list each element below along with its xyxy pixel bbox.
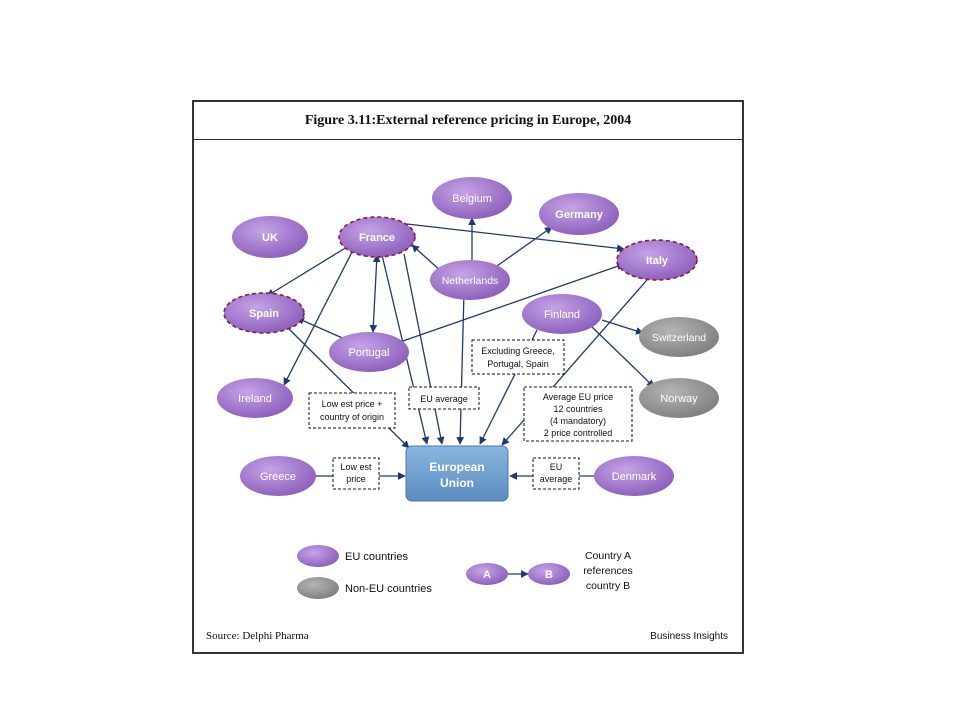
node-ireland: Ireland [217, 378, 293, 418]
legend-non-eu-label: Non-EU countries [345, 583, 432, 595]
arrow-portugal-france [369, 254, 381, 333]
reference-pricing-diagram: Belgium Germany UK France Italy Netherla… [217, 177, 719, 599]
node-european-union: European Union [405, 445, 509, 502]
node-finland: Finland [522, 294, 602, 334]
legend-ref-line: Country A [585, 550, 631, 562]
node-label: Ireland [238, 393, 272, 405]
eu-label-line2: Union [440, 476, 474, 490]
legend-ref-line: country B [586, 580, 630, 592]
node-italy: Italy [616, 239, 698, 281]
note-line: Low est [340, 462, 372, 472]
legend-b-swatch [528, 563, 570, 585]
node-label: Belgium [452, 193, 492, 205]
legend-a-label: A [483, 569, 491, 581]
arrow-france-eu-1 [403, 253, 445, 445]
node-germany: Germany [539, 193, 619, 235]
figure-title: Figure 3.11:External reference pricing i… [194, 102, 742, 140]
note-line: average [540, 474, 573, 484]
eu-label-line1: European [429, 460, 484, 474]
node-label: Italy [646, 255, 669, 267]
legend-b-label: B [545, 569, 553, 581]
note-line: 12 countries [553, 404, 603, 414]
node-label: Switzerland [652, 332, 706, 344]
note-line: Low est price + [322, 399, 383, 409]
note-line: 2 price controlled [544, 428, 613, 438]
arrow-netherlands-germany [496, 226, 553, 267]
node-switzerland: Switzerland [639, 317, 719, 357]
node-denmark: Denmark [594, 456, 674, 496]
note-line: EU average [420, 394, 468, 404]
arrow-finland-norway [591, 326, 655, 388]
note-line: EU [550, 462, 563, 472]
node-uk: UK [232, 216, 308, 258]
arrow-france-ireland [283, 251, 353, 386]
arrow-portugal-italy [399, 262, 625, 343]
node-label: Finland [544, 309, 580, 321]
legend-eu-label: EU countries [345, 551, 408, 563]
note-line: Portugal, Spain [487, 359, 549, 369]
note-line: Excluding Greece, [481, 346, 555, 356]
arrow-finland-switzerland [601, 319, 644, 335]
node-label: France [359, 232, 395, 244]
node-label: Spain [249, 308, 279, 320]
node-norway: Norway [639, 378, 719, 418]
node-label: Denmark [612, 471, 657, 483]
node-label: Greece [260, 471, 296, 483]
note-lowest-price: Low est price [332, 457, 380, 490]
note-line: (4 mandatory) [550, 416, 606, 426]
legend-ref-line: references [583, 565, 633, 577]
figure-frame: Figure 3.11:External reference pricing i… [192, 100, 744, 654]
note-line: country of origin [320, 412, 384, 422]
node-label: Germany [555, 209, 604, 221]
arrow-france-spain [266, 246, 348, 297]
source-note: Source: Delphi Pharma [206, 630, 309, 642]
note-line: Average EU price [543, 392, 613, 402]
node-france: France [338, 216, 416, 258]
note-eu-average-denmark: EU average [532, 457, 580, 490]
legend-eu-swatch [297, 545, 339, 567]
note-line: price [346, 474, 366, 484]
arrow-france-italy [406, 223, 625, 253]
node-belgium: Belgium [432, 177, 512, 219]
note-average-eu-price: Average EU price 12 countries (4 mandato… [523, 386, 633, 442]
legend: EU countries Non-EU countries A B Countr… [297, 545, 633, 599]
publisher-credit: Business Insights [650, 631, 728, 642]
arrow-netherlands-france [411, 244, 443, 273]
note-excluding: Excluding Greece, Portugal, Spain [471, 339, 565, 375]
arrow-netherlands-eu [456, 291, 465, 445]
node-portugal: Portugal [329, 332, 409, 372]
node-netherlands: Netherlands [430, 260, 510, 300]
note-eu-average: EU average [408, 386, 480, 410]
note-lowest-price-origin: Low est price + country of origin [308, 392, 396, 429]
node-label: Netherlands [442, 275, 499, 287]
node-label: Portugal [349, 347, 390, 359]
arrow-portugal-spain [296, 317, 348, 341]
node-greece: Greece [240, 456, 316, 496]
legend-a-swatch [466, 563, 508, 585]
node-label: Norway [660, 393, 698, 405]
node-spain: Spain [223, 292, 305, 334]
legend-non-eu-swatch [297, 577, 339, 599]
node-label: UK [262, 232, 278, 244]
